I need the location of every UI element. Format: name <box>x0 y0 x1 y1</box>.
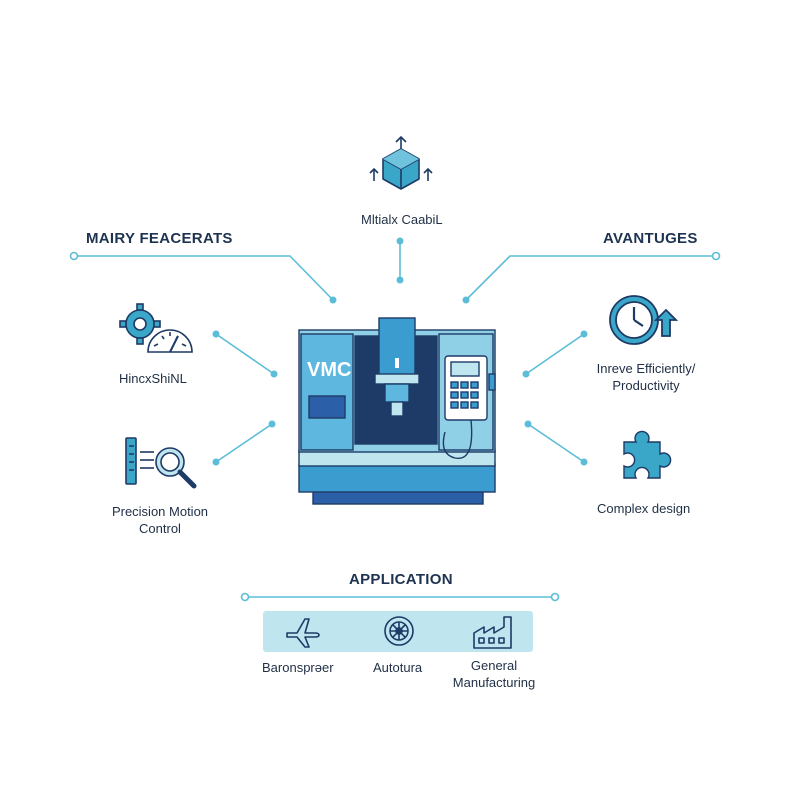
advantages-title: AVANTUGES <box>603 230 698 247</box>
vmc-machine-illustration: VMC <box>298 317 496 505</box>
puzzle-piece-icon <box>623 430 672 479</box>
manufacturing-label: General Manufacturing <box>444 657 544 691</box>
machine-label: VMC <box>307 359 351 381</box>
advantages-connector <box>465 255 716 301</box>
efficiency-label-line1: Inreve Efficiently/ <box>596 361 696 376</box>
right-connector-2 <box>527 423 585 463</box>
ruler-magnifier-icon <box>125 437 197 489</box>
main-features-title: MAIRY FEACERATS <box>86 230 233 247</box>
dot <box>462 296 470 304</box>
capability-label: Mltialx CaabiL <box>361 212 443 227</box>
left-connector-1 <box>215 333 275 375</box>
right-connector-1 <box>525 333 585 375</box>
dot <box>212 458 220 466</box>
dot <box>580 330 588 338</box>
features-connector <box>74 255 334 301</box>
precision-label-line2: Control <box>139 521 181 536</box>
dot <box>396 237 404 245</box>
dot <box>524 420 532 428</box>
airplane-icon <box>286 618 320 648</box>
clock-arrow-up-icon <box>609 295 679 345</box>
efficiency-label-line2: Productivity <box>612 378 680 393</box>
dot <box>711 251 721 261</box>
precision-label-line1: Precision Motion <box>111 504 209 519</box>
left-connector-2 <box>215 423 273 463</box>
dot <box>69 251 79 261</box>
dot <box>268 420 276 428</box>
aerospace-label: Baronsprəer <box>262 660 334 675</box>
manufacturing-label-line1: General <box>470 658 518 673</box>
efficiency-label: Inreve Efficiently/ Productivity <box>590 360 702 394</box>
high-speed-label: HincxShiNL <box>119 371 187 386</box>
dot <box>240 592 250 602</box>
dot <box>212 330 220 338</box>
automotive-label: Autotura <box>373 660 423 675</box>
wheel-icon <box>384 616 414 646</box>
manufacturing-label-line2: Manufacturing <box>452 675 536 690</box>
dot <box>270 370 278 378</box>
dot <box>522 370 530 378</box>
application-title: APPLICATION <box>349 571 453 588</box>
dot <box>580 458 588 466</box>
cube-arrows-icon <box>369 136 433 190</box>
complex-design-label: Complex design <box>597 501 691 516</box>
precision-label: Precision Motion Control <box>110 503 210 537</box>
dot <box>550 592 560 602</box>
gear-gauge-icon <box>119 303 193 353</box>
factory-icon <box>473 616 512 649</box>
dot <box>396 276 404 284</box>
dot <box>329 296 337 304</box>
